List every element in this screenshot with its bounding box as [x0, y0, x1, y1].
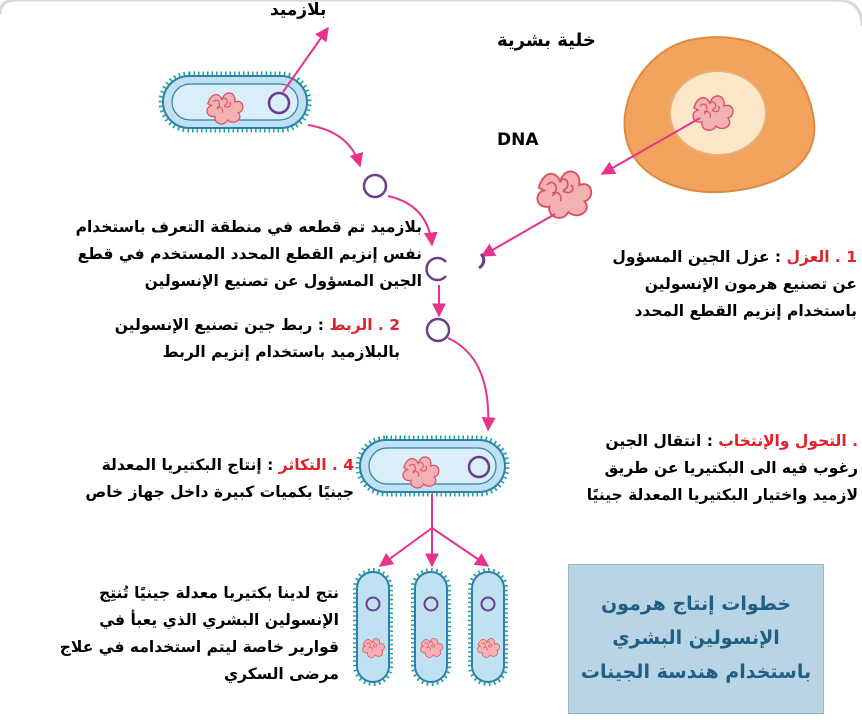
human-cell — [623, 36, 816, 194]
isolated-dna — [536, 170, 593, 219]
step4-text: 4 . التكاثر : إنتاج البكتيريا المعدلة جي… — [85, 452, 354, 506]
cut-note-line2: نفس إنزيم القطع المحدد المستخدم في قطع — [77, 245, 422, 263]
title-line3: باستخدام هندسة الجينات — [580, 661, 812, 683]
bacterium-top — [158, 71, 312, 133]
human-cell-label: خلية بشرية — [497, 30, 596, 51]
step3-text: . التحول والإنتخاب : انتقال الجين رغوب ف… — [587, 428, 858, 509]
title-box: خطوات إنتاج هرمون الإنسولين البشري باستخ… — [568, 564, 824, 714]
title-line1: خطوات إنتاج هرمون — [600, 593, 792, 615]
cut-note-line3: الجين المسؤول عن تصنيع الإنسولين — [144, 272, 422, 290]
step1-line2: عن تصنيع هرمون الإنسولين — [644, 275, 857, 293]
result-line1: نتج لدينا بكتيريا معدلة جينيًا تُنتِج — [99, 584, 339, 602]
step4-line2: جينيًا بكميات كبيرة داخل جهاز خاص — [85, 483, 354, 501]
result-line4: مرضى السكري — [223, 665, 339, 683]
step4-line1: 4 . التكاثر : إنتاج البكتيريا المعدلة — [101, 456, 354, 474]
title-line2: الإنسولين البشري — [612, 627, 780, 649]
result-line3: قوارير خاصة ليتم استخدامه في علاج — [59, 638, 339, 656]
step2-text: 2 . الربط : ربط جين تصنيع الإنسولين بالب… — [115, 312, 400, 366]
bacterium-transformed — [355, 435, 510, 497]
bacterium-clone-1 — [353, 568, 393, 686]
step1-text: 1 . العزل : عزل الجين المسؤول عن تصنيع ه… — [612, 244, 857, 325]
result-line2: الإنسولين البشري الذي يعبأ في — [99, 611, 339, 629]
step2-line1: 2 . الربط : ربط جين تصنيع الإنسولين — [114, 316, 400, 334]
plasmid-label: بلازميد — [270, 0, 327, 20]
bacterium-clone-2 — [411, 568, 451, 686]
step2-line2: بالبلازميد باستخدام إنزيم الربط — [162, 343, 401, 361]
cut-plasmid-note: بلازميد تم قطعه في منطقة التعرف باستخدام… — [76, 214, 422, 295]
bacterium-clone-3 — [468, 568, 508, 686]
step3-line2: رغوب فيه الى البكتيريا عن طريق — [604, 459, 858, 477]
cut-note-line1: بلازميد تم قطعه في منطقة التعرف باستخدام — [75, 218, 422, 236]
step1-line1: 1 . العزل : عزل الجين المسؤول — [612, 248, 857, 266]
step1-line3: باستخدام إنزيم القطع المحدد — [634, 302, 857, 320]
dna-label: DNA — [497, 130, 539, 150]
result-note: نتج لدينا بكتيريا معدلة جينيًا تُنتِج ال… — [60, 580, 339, 688]
step3-line3: لازميد واختيار البكتيريا المعدلة جينيًا — [586, 486, 858, 504]
step3-line1: . التحول والإنتخاب : انتقال الجين — [605, 432, 858, 450]
title-text: خطوات إنتاج هرمون الإنسولين البشري باستخ… — [569, 587, 823, 689]
